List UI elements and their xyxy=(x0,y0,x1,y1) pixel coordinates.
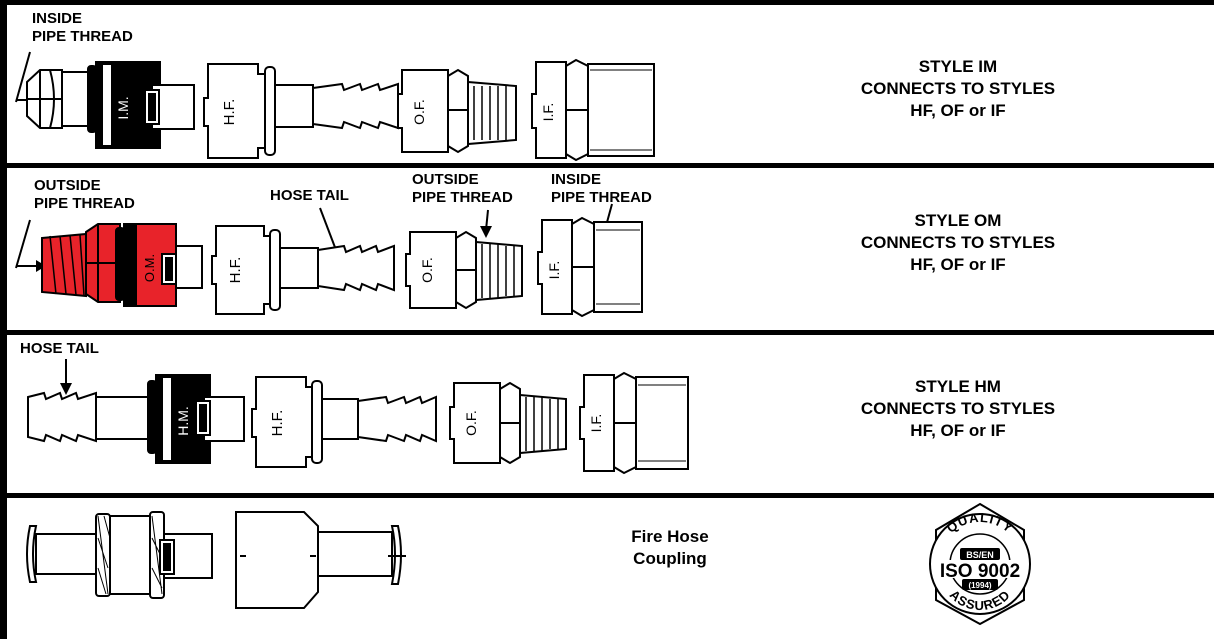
style-om-drawing: O.M. H.F. O.F. I.F. xyxy=(15,203,643,318)
caption-line: CONNECTS TO STYLES xyxy=(860,79,1056,98)
fire-hose-coupling-drawing xyxy=(26,511,406,609)
caption-line: HF, OF or IF xyxy=(910,421,1006,440)
style-im-caption: STYLE IM CONNECTS TO STYLES HF, OF or IF xyxy=(798,56,1118,122)
of-outside-female: O.F. xyxy=(397,68,517,154)
part-label-of: O.F. xyxy=(419,257,435,283)
callout-line: OUTSIDE xyxy=(412,171,479,188)
part-label-hf: H.F. xyxy=(269,410,286,437)
caption-line: Fire Hose xyxy=(631,527,709,546)
caption-line: HF, OF or IF xyxy=(910,101,1006,120)
callout-line: PIPE THREAD xyxy=(32,28,133,45)
callout-line: OUTSIDE xyxy=(34,177,101,194)
part-label-om: O.M. xyxy=(142,254,157,282)
of-outside-female: O.F. xyxy=(405,230,523,310)
callout-line: PIPE THREAD xyxy=(412,189,513,206)
im-male-coupling: I.M. xyxy=(26,61,195,149)
part-label-if: I.F. xyxy=(540,103,556,122)
part-label-hm: H.M. xyxy=(175,406,191,436)
style-hm-drawing: H.M. H.F. O.F. I.F. xyxy=(27,359,689,475)
callout-line: HOSE TAIL xyxy=(270,187,349,204)
om-male-coupling: O.M. xyxy=(41,223,203,307)
part-label-of: O.F. xyxy=(463,410,479,436)
callout-hose-tail: HOSE TAIL xyxy=(270,187,349,205)
style-om-caption: STYLE OM CONNECTS TO STYLES HF, OF or IF xyxy=(798,210,1118,276)
callout-line: PIPE THREAD xyxy=(34,195,135,212)
part-label-if: I.F. xyxy=(546,261,562,280)
caption-line: STYLE IM xyxy=(918,57,998,76)
style-im-drawing: I.M. H.F. O.F. I.F. xyxy=(15,51,655,162)
part-label-hf: H.F. xyxy=(221,99,238,126)
style-hm-caption: STYLE HM CONNECTS TO STYLES HF, OF or IF xyxy=(798,376,1118,442)
hm-male-coupling: H.M. xyxy=(27,374,245,464)
caption-line: STYLE HM xyxy=(915,377,1001,396)
if-inside-female: I.F. xyxy=(579,371,689,475)
callout-inside-pipe-thread-2: INSIDE PIPE THREAD xyxy=(551,171,652,207)
hf-female-coupling: H.F. xyxy=(203,63,399,159)
part-label-of: O.F. xyxy=(411,99,427,125)
callout-outside-pipe-thread-2: OUTSIDE PIPE THREAD xyxy=(412,171,513,207)
hf-female-coupling: H.F. xyxy=(251,376,437,468)
if-inside-female: I.F. xyxy=(537,216,643,318)
callout-line: INSIDE xyxy=(551,171,602,188)
callout-hose-tail-hm: HOSE TAIL xyxy=(20,340,99,358)
callout-line: PIPE THREAD xyxy=(551,189,652,206)
part-label-hf: H.F. xyxy=(227,257,244,284)
part-label-if: I.F. xyxy=(588,414,604,433)
caption-line: Coupling xyxy=(633,549,707,568)
callout-line: HOSE TAIL xyxy=(20,340,99,357)
badge-year: (1994) xyxy=(968,581,991,590)
iso-9002-badge: QUALITY ASSURED BS/EN ISO 9002 (1994) xyxy=(929,502,1031,626)
caption-line: CONNECTS TO STYLES xyxy=(860,399,1056,418)
badge-iso: ISO 9002 xyxy=(940,561,1020,582)
fire-hose-caption: Fire Hose Coupling xyxy=(600,526,740,570)
badge-standard: BS/EN xyxy=(966,550,994,560)
callout-inside-pipe-thread: INSIDE PIPE THREAD xyxy=(32,10,133,46)
caption-line: CONNECTS TO STYLES xyxy=(860,233,1056,252)
caption-line: HF, OF or IF xyxy=(910,255,1006,274)
caption-line: STYLE OM xyxy=(914,211,1002,230)
if-inside-female: I.F. xyxy=(531,58,655,162)
hf-female-coupling: H.F. xyxy=(211,225,395,315)
callout-line: INSIDE xyxy=(32,10,83,27)
part-label-im: I.M. xyxy=(115,96,131,119)
of-outside-female: O.F. xyxy=(449,381,567,465)
callout-outside-pipe-thread: OUTSIDE PIPE THREAD xyxy=(34,177,135,213)
